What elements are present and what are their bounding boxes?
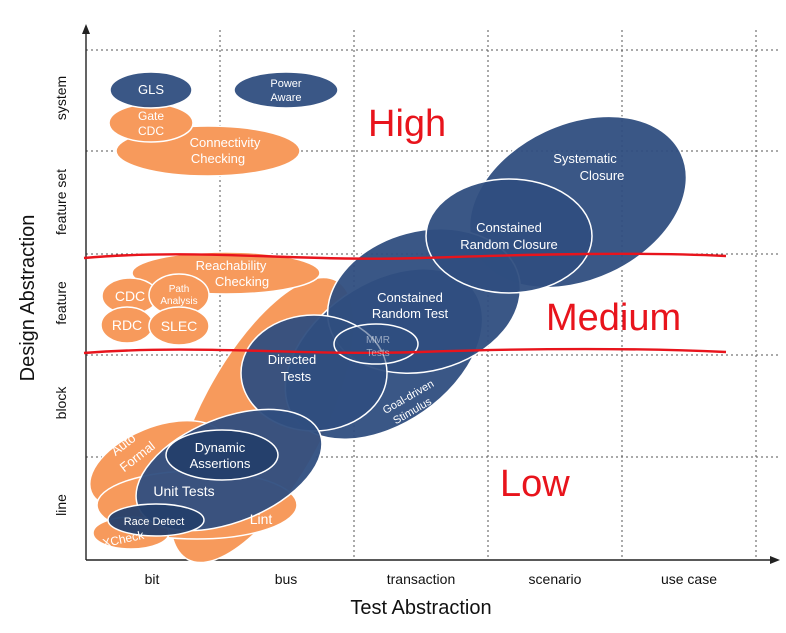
mmr-tests-label: Tests bbox=[366, 348, 389, 359]
reachability-checking-label: Reachability bbox=[196, 258, 267, 273]
simulation-methods bbox=[107, 71, 688, 537]
constrained-random-closure-label: Constained bbox=[476, 220, 542, 235]
path-analysis-label: Analysis bbox=[160, 296, 197, 307]
gate-cdc-label: CDC bbox=[138, 124, 164, 138]
constrained-random-closure-label: Random Closure bbox=[460, 237, 558, 252]
y-axis-arrow bbox=[82, 24, 90, 34]
cdc-label: CDC bbox=[115, 288, 145, 304]
constrained-random-test-label: Random Test bbox=[372, 306, 449, 321]
constrained-random-closure-blob bbox=[425, 178, 593, 294]
dynamic-assertions-label: Assertions bbox=[190, 456, 251, 471]
zone-medium-label: Medium bbox=[546, 297, 681, 339]
gls-blob bbox=[109, 71, 193, 109]
mmr-tests-label: MMR bbox=[366, 335, 390, 346]
threshold-lines bbox=[83, 252, 727, 355]
dynamic-assertions-label: Dynamic bbox=[195, 440, 246, 455]
x-tick-label: transaction bbox=[387, 571, 455, 587]
y-tick-label: feature bbox=[53, 281, 69, 325]
race-detect-blob bbox=[107, 503, 205, 537]
slec-label: SLEC bbox=[161, 318, 198, 334]
reachability-checking-label: Checking bbox=[215, 274, 269, 289]
y-tick-label: feature set bbox=[53, 169, 69, 235]
dynamic-assertions-blob bbox=[165, 429, 279, 481]
systematic-closure-label: Systematic bbox=[553, 151, 617, 166]
y-tick-labels: line block feature feature set system bbox=[53, 76, 69, 516]
constrained-random-test-label: Constained bbox=[377, 290, 443, 305]
slec-blob bbox=[148, 306, 210, 346]
x-axis-arrow bbox=[770, 556, 780, 564]
connectivity-checking-label: Checking bbox=[191, 151, 245, 166]
power-aware-label: Aware bbox=[271, 92, 302, 104]
systematic-closure-label: Closure bbox=[580, 168, 625, 183]
y-tick-label: system bbox=[53, 76, 69, 120]
zone-labels: High Medium Low bbox=[368, 103, 681, 505]
x-tick-labels: bit bus transaction scenario use case bbox=[145, 571, 718, 587]
rdc-label: RDC bbox=[112, 317, 142, 333]
y-tick-label: line bbox=[53, 494, 69, 516]
unit-tests-label: Unit Tests bbox=[153, 483, 214, 499]
x-tick-label: scenario bbox=[529, 571, 582, 587]
power-aware-blob bbox=[233, 71, 339, 109]
power-aware-label: Power bbox=[270, 78, 302, 90]
lint-label: Lint bbox=[250, 511, 273, 527]
zone-high-label: High bbox=[368, 103, 446, 145]
mmr-tests-blob bbox=[333, 323, 419, 365]
y-tick-label: block bbox=[53, 386, 69, 420]
connectivity-checking-label: Connectivity bbox=[190, 135, 261, 150]
high-medium-threshold bbox=[83, 252, 727, 260]
gate-cdc-label: Gate bbox=[138, 109, 164, 123]
directed-tests-label: Directed bbox=[268, 352, 316, 367]
y-axis-title: Design Abstraction bbox=[17, 215, 39, 382]
x-axis-title: Test Abstraction bbox=[350, 597, 491, 619]
x-tick-label: bit bbox=[145, 571, 160, 587]
race-detect-label: Race Detect bbox=[124, 516, 185, 528]
zone-low-label: Low bbox=[500, 463, 570, 505]
gls-label: GLS bbox=[138, 82, 164, 97]
medium-low-threshold bbox=[83, 347, 727, 355]
path-analysis-label: Path bbox=[169, 284, 190, 295]
x-tick-label: use case bbox=[661, 571, 717, 587]
x-tick-label: bus bbox=[275, 571, 298, 587]
directed-tests-label: Tests bbox=[281, 369, 312, 384]
